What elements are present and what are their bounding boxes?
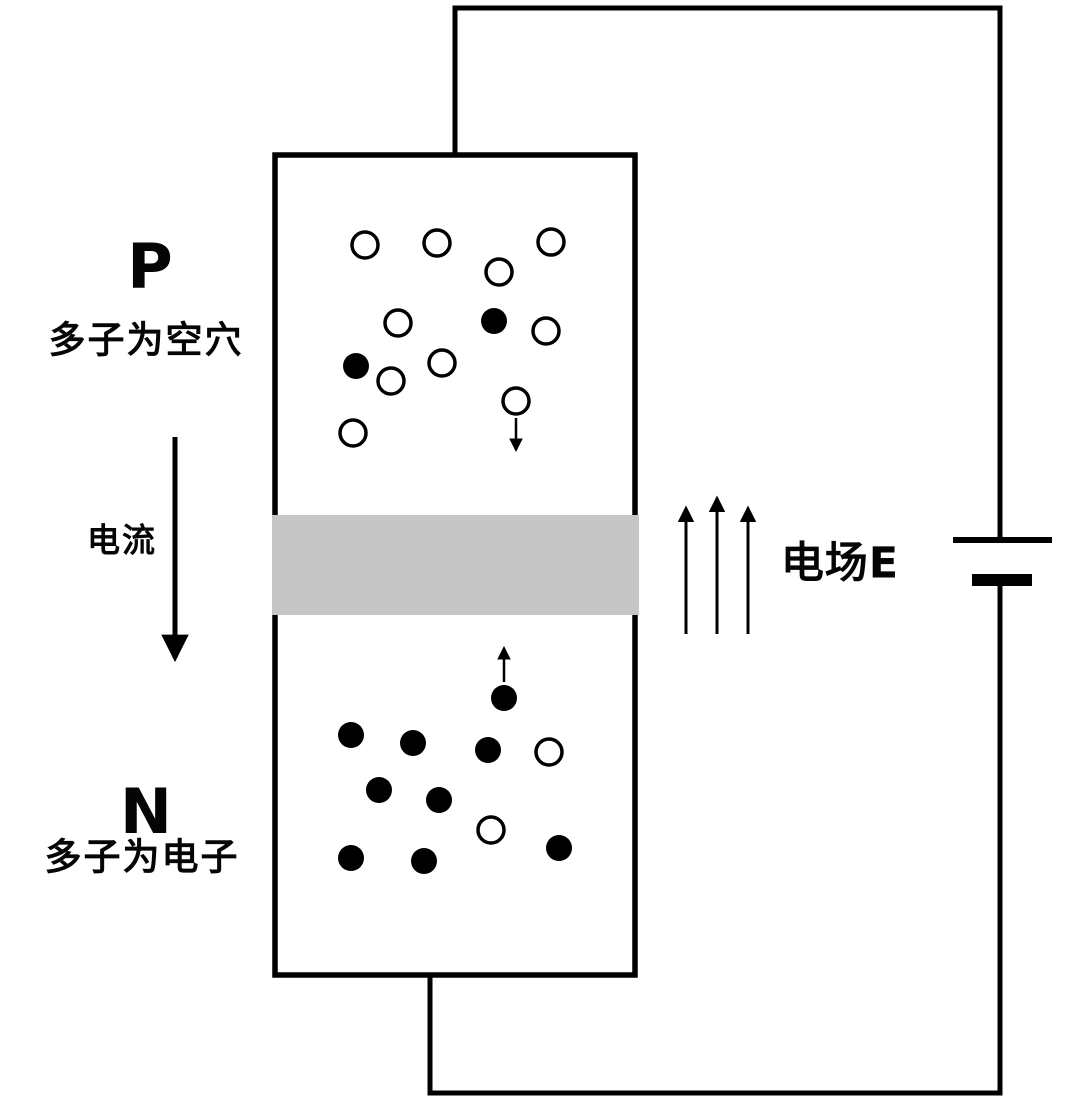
hole-particle — [534, 737, 564, 767]
electron-particle — [426, 787, 452, 813]
electron-particle — [546, 835, 572, 861]
electron-particle — [366, 777, 392, 803]
electron-particle — [411, 848, 437, 874]
electron-particle — [400, 730, 426, 756]
hole-particle — [501, 386, 531, 416]
n-region-description: 多子为电子 — [44, 835, 240, 879]
n-region-label: N — [120, 775, 172, 848]
hole-particle — [536, 227, 566, 257]
hole-particle — [427, 348, 457, 378]
depletion-region-band — [272, 515, 639, 615]
hole-particle — [338, 418, 368, 448]
electron-particle — [338, 722, 364, 748]
electron-particle — [481, 308, 507, 334]
wire-bottom — [427, 583, 1003, 1096]
electric-field-label: 电场E — [780, 538, 900, 589]
electron-particle — [343, 353, 369, 379]
p-region-label: P — [127, 230, 173, 303]
hole-particle — [383, 308, 413, 338]
wire-top — [452, 5, 1003, 537]
electron-particle — [338, 845, 364, 871]
hole-particle — [422, 228, 452, 258]
hole-particle — [350, 230, 380, 260]
p-region-description: 多子为空穴 — [48, 318, 244, 362]
hole-particle — [476, 815, 506, 845]
hole-particle — [531, 316, 561, 346]
electron-particle — [475, 737, 501, 763]
hole-particle — [376, 366, 406, 396]
current-label: 电流 — [87, 520, 157, 560]
electron-particle — [491, 685, 517, 711]
hole-particle — [484, 257, 514, 287]
